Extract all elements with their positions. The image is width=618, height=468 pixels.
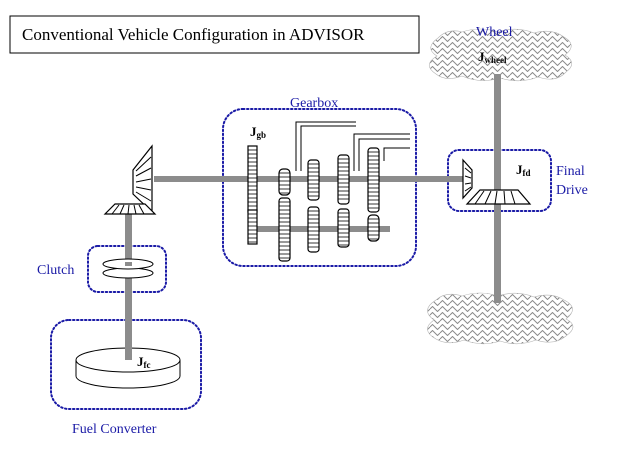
wheel-top <box>428 28 573 82</box>
gearbox-counter-shaft <box>257 226 390 232</box>
gearbox-label: Gearbox <box>290 96 338 111</box>
final-drive-gears <box>462 158 532 205</box>
gearbox-group <box>222 108 417 267</box>
final-drive-inertia: Jfd <box>516 162 531 178</box>
wheel-label: Wheel <box>476 25 513 40</box>
gearbox-gears <box>247 145 380 262</box>
bevel-gear-vertical <box>132 144 153 214</box>
clutch-label: Clutch <box>37 263 74 278</box>
fuel-converter-label: Fuel Converter <box>72 422 157 437</box>
diagram-title: Conventional Vehicle Configuration in AD… <box>22 25 365 44</box>
engine-shaft <box>125 210 132 362</box>
bevel-gear-horizontal <box>103 203 157 215</box>
engine-flywheel <box>75 346 181 389</box>
wheel-inertia: Jwheel <box>478 49 507 65</box>
axle-shaft <box>494 74 501 303</box>
fuel-converter-inertia: Jfc <box>137 354 151 370</box>
shift-linkage <box>295 121 410 171</box>
clutch-plates <box>102 258 154 279</box>
title-box: Conventional Vehicle Configuration in AD… <box>9 15 420 54</box>
final-drive-label-line2: Drive <box>556 183 588 198</box>
gearbox-inertia: Jgb <box>250 124 266 140</box>
final-drive-label-line1: Final <box>556 164 585 179</box>
